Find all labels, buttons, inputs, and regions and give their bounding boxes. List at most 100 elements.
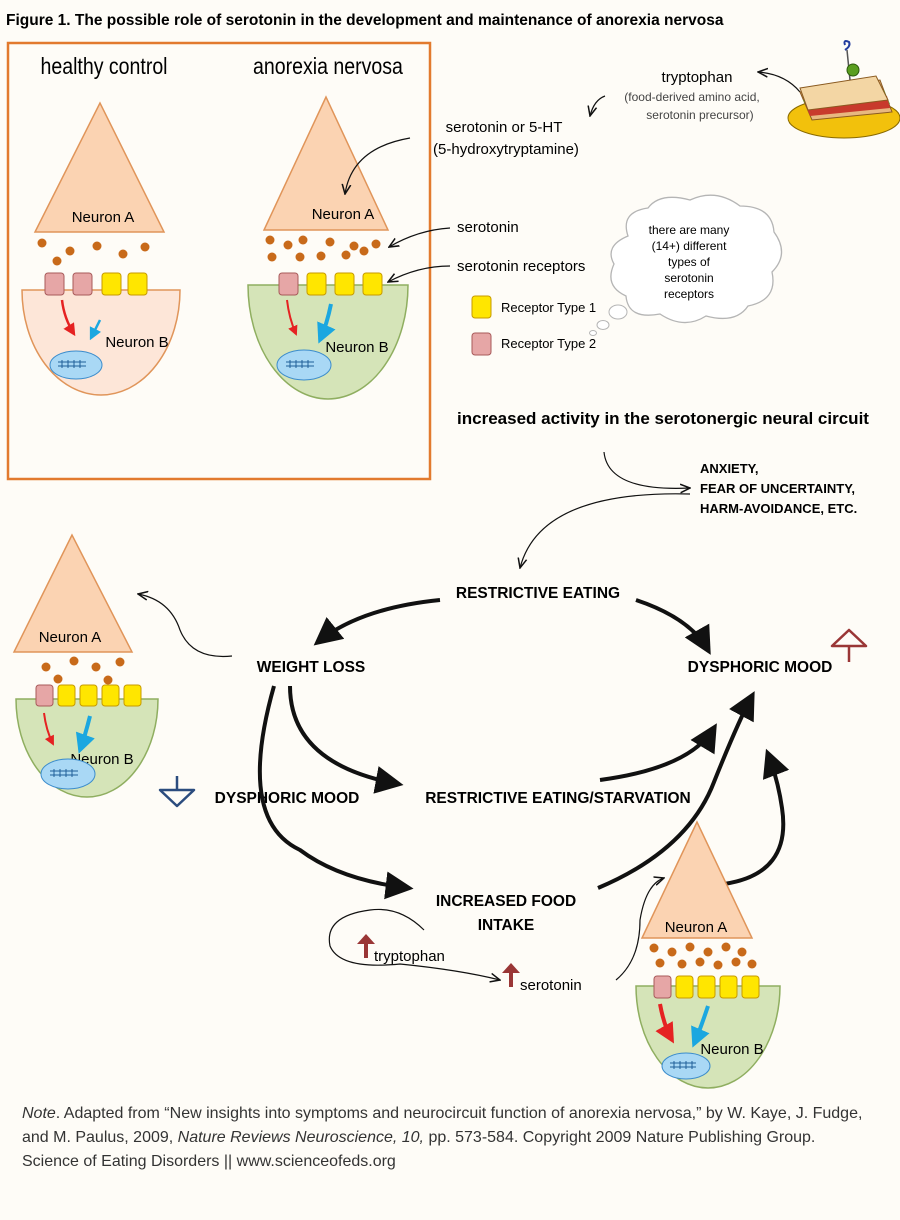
- bubble-line-2: (14+) different: [652, 239, 727, 253]
- caption-note: Note. Adapted from “New insights into sy…: [22, 1102, 882, 1150]
- tryptophan-title: tryptophan: [662, 69, 733, 86]
- dna-icon: [286, 360, 314, 368]
- foodintake-to-mood-arrow: [597, 691, 755, 890]
- receptor-type2: [653, 975, 672, 999]
- nucleus: [40, 758, 96, 790]
- red-signal-arrow: [655, 1003, 674, 1044]
- blue-signal-arrow: [75, 715, 95, 754]
- bubble-line-3: types of: [668, 255, 711, 269]
- blue-signal-arrow: [89, 319, 102, 341]
- mood-up-arrow-icon: [830, 628, 868, 662]
- serotonin-pointer: [389, 227, 451, 247]
- anorexia-synapse: Neuron A Neuron B: [247, 95, 409, 400]
- nucleus: [276, 349, 332, 381]
- caption-note-part1: . Adapted from “New insights into sympto…: [22, 1105, 863, 1146]
- serotonin-to-neuron-arrow: [345, 137, 411, 194]
- anxiety-line2: FEAR OF UNCERTAINTY,: [700, 481, 855, 496]
- circuit-heading: increased activity in the serotonergic n…: [457, 409, 869, 428]
- neuron-a-label: Neuron A: [72, 209, 135, 226]
- receptor-type1: [306, 272, 383, 296]
- cycle-serotonin-label: serotonin: [520, 977, 582, 994]
- serotonin-to-neuron-a-arrow: [615, 878, 664, 981]
- legend-receptor-type1-swatch: [471, 295, 492, 319]
- serotonin-5ht-line1: serotonin or 5-HT: [446, 119, 563, 136]
- bubble-line-4: serotonin: [664, 271, 713, 285]
- weightloss-to-neuron-arrow: [138, 594, 233, 658]
- neuron-b-label: Neuron B: [105, 334, 168, 351]
- weightloss-synapse: Neuron A Neuron B: [12, 533, 159, 798]
- receptors-pointer: [388, 265, 451, 282]
- dna-icon: [50, 769, 78, 777]
- cycle-arrows: [257, 598, 790, 900]
- neuron-a-label: Neuron A: [39, 629, 102, 646]
- receptor-type1: [57, 684, 142, 707]
- bubble-line-1: there are many: [649, 223, 730, 237]
- red-signal-arrow: [286, 299, 298, 336]
- nucleus: [49, 350, 103, 380]
- healthy-control-label: healthy control: [40, 54, 167, 80]
- sandwich-icon: [787, 40, 900, 139]
- receptor-type2: [35, 684, 54, 707]
- tryptophan-to-serotonin-arrow: [590, 95, 606, 116]
- anxiety-line1: ANXIETY,: [700, 461, 759, 476]
- cycle-tryptophan-label: tryptophan: [374, 948, 445, 965]
- figure-title: Figure 1. The possible role of serotonin…: [6, 12, 724, 29]
- dysphoric-mood-up-label: DYSPHORIC MOOD: [688, 659, 833, 676]
- red-signal-arrow: [43, 712, 54, 746]
- neuron-a-label: Neuron A: [665, 919, 728, 936]
- anorexia-nervosa-label: anorexia nervosa: [253, 54, 403, 80]
- dna-icon: [670, 1061, 696, 1069]
- blue-signal-arrow: [317, 303, 336, 344]
- neuron-b-body: [635, 985, 781, 1089]
- anxiety-to-eating-arrow: [520, 493, 691, 568]
- tryptophan-desc-line2: serotonin precursor): [646, 108, 753, 122]
- mood-down-arrow-icon: [158, 776, 196, 808]
- tryptophan-desc-line1: (food-derived amino acid,: [624, 90, 759, 104]
- comparison-panel: [6, 41, 432, 481]
- eating-to-weightloss-arrow: [313, 598, 441, 646]
- serotonin-dots: [37, 238, 150, 266]
- foodintake-synapse: Neuron A Neuron B: [635, 820, 781, 1089]
- legend-receptor-type2: Receptor Type 2: [501, 336, 596, 351]
- healthy-synapse: Neuron A Neuron B: [21, 101, 181, 396]
- receptor-type2: [278, 272, 299, 296]
- thought-bubble: there are many (14+) different types of …: [589, 194, 783, 336]
- serotonin-dots: [41, 656, 125, 685]
- serotonin-up-arrow-icon: [502, 963, 520, 987]
- serotonin-5ht-line2: (5-hydroxytryptamine): [433, 141, 579, 158]
- receptors-label: serotonin receptors: [457, 258, 585, 275]
- anxiety-line3: HARM-AVOIDANCE, ETC.: [700, 501, 857, 516]
- serotonin-dots: [649, 942, 757, 970]
- circuit-to-anxiety-arrow: [603, 451, 690, 488]
- serotonin-dots: [265, 235, 381, 262]
- dysphoric-mood-down-label: DYSPHORIC MOOD: [215, 790, 360, 807]
- bubble-line-5: receptors: [664, 287, 714, 301]
- legend-receptor-type1: Receptor Type 1: [501, 300, 596, 315]
- receptor-type1: [675, 975, 760, 999]
- figure-caption: Note. Adapted from “New insights into sy…: [22, 1102, 882, 1174]
- caption-journal: Nature Reviews Neuroscience, 10,: [177, 1129, 424, 1146]
- red-signal-arrow: [60, 299, 76, 337]
- dna-icon: [58, 360, 86, 368]
- neuron-a-triangle: [12, 533, 134, 653]
- restrictive-eating-label: RESTRICTIVE EATING: [456, 585, 620, 602]
- neuron-a-triangle: [33, 101, 166, 233]
- starvation-label: RESTRICTIVE EATING/STARVATION: [425, 790, 691, 807]
- starvation-to-mood-arrow: [599, 723, 717, 782]
- serotonin-label: serotonin: [457, 219, 519, 236]
- tryptophan-loop: [328, 908, 500, 980]
- neuron-a-triangle: [640, 820, 754, 939]
- neuron-to-mood-arrow: [723, 748, 790, 886]
- neuron-a-label: Neuron A: [312, 206, 375, 223]
- receptor-type2: [44, 272, 93, 296]
- neuron-b-label: Neuron B: [700, 1041, 763, 1058]
- blue-signal-arrow: [691, 1005, 710, 1048]
- caption-note-part2: pp. 573-584. Copyright 2009 Nature Publi…: [424, 1129, 816, 1146]
- weight-loss-label: WEIGHT LOSS: [257, 659, 366, 676]
- neuron-a-triangle: [262, 95, 390, 231]
- increased-food-line2: INTAKE: [478, 917, 535, 934]
- increased-food-line1: INCREASED FOOD: [436, 893, 576, 910]
- receptor-type1: [101, 272, 148, 296]
- caption-note-label: Note: [22, 1105, 56, 1122]
- legend-receptor-type2-swatch: [471, 332, 492, 356]
